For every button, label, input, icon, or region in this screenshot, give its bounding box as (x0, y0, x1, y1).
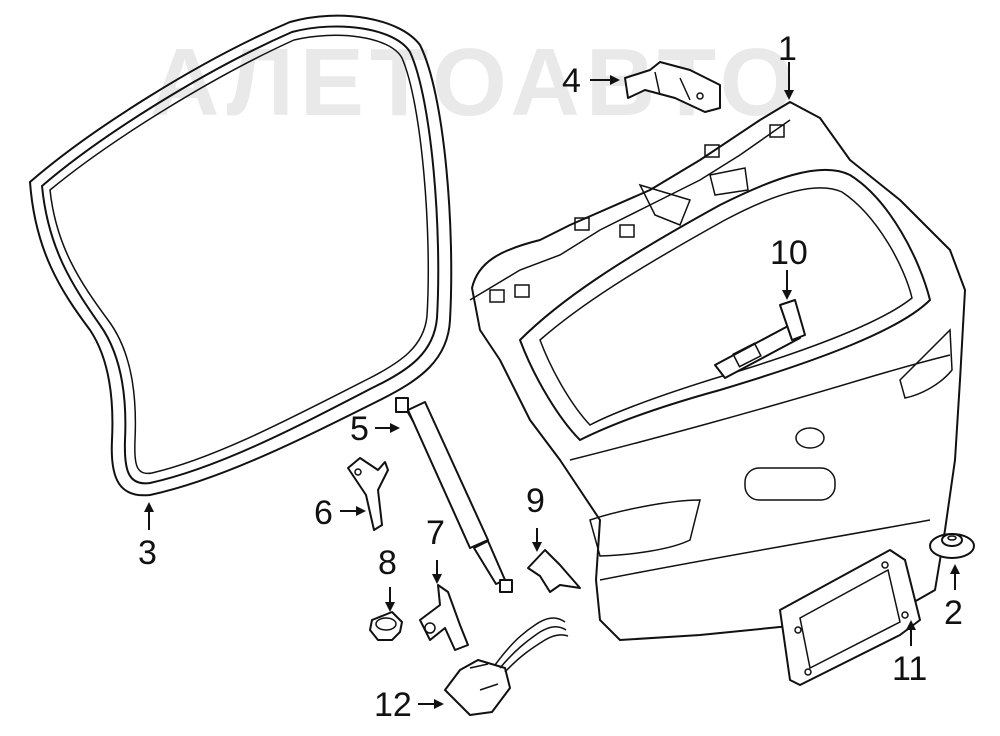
callout-9: 9 (526, 482, 545, 520)
latch-bracket (419, 584, 469, 651)
callout-7: 7 (426, 514, 445, 552)
callout-4: 4 (562, 62, 581, 100)
grommet (929, 533, 975, 559)
handle-switch (714, 299, 806, 379)
hinge-bracket (624, 61, 721, 113)
latch-actuator (444, 617, 569, 716)
callout-3: 3 (138, 534, 157, 572)
leader-lines (144, 62, 960, 709)
retainer-clip (527, 549, 581, 593)
callout-10: 10 (770, 234, 808, 272)
bumper-stop (369, 611, 403, 641)
callout-2: 2 (944, 594, 963, 632)
callout-6: 6 (314, 494, 333, 532)
seal-weatherstrip (28, 14, 453, 497)
strut-bracket-upper (347, 457, 389, 531)
callout-8: 8 (378, 544, 397, 582)
callout-11: 11 (892, 650, 928, 688)
callout-1: 1 (778, 30, 797, 68)
callout-12: 12 (374, 686, 412, 724)
gas-strut (395, 397, 513, 593)
callout-5: 5 (350, 410, 369, 448)
